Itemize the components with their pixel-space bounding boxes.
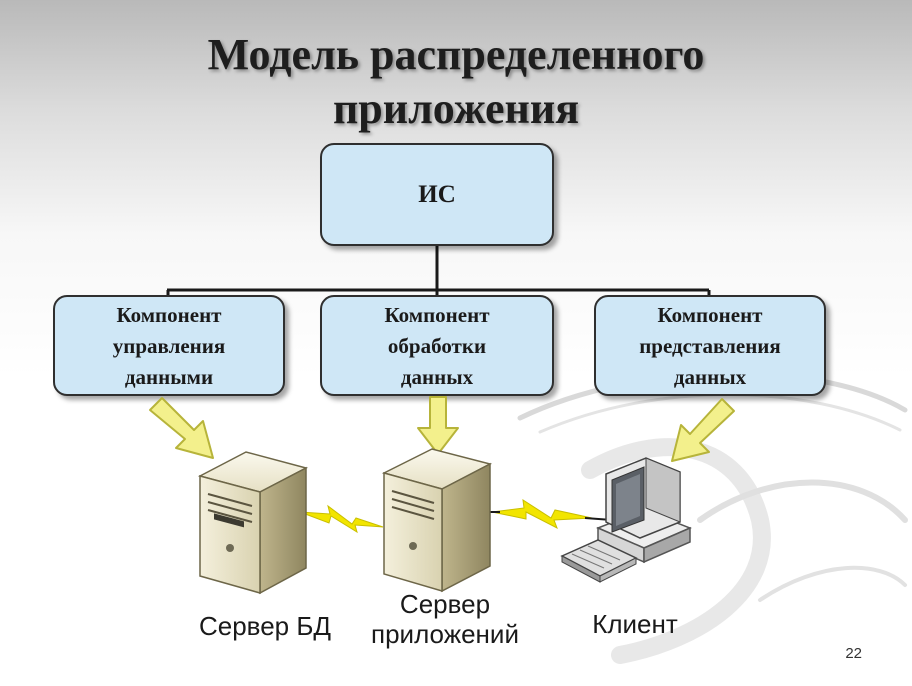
- component-label: обработки: [387, 334, 487, 358]
- app-server-label: Сервер приложений: [340, 589, 550, 649]
- app-server-icon: [381, 448, 493, 593]
- component-label: данными: [124, 365, 214, 389]
- slide-title: Модель распределенного приложения: [0, 28, 912, 136]
- client-computer-icon: [560, 457, 692, 583]
- client-label: Клиент: [570, 609, 700, 639]
- app-server-label-line: Сервер: [399, 589, 491, 619]
- component-label: Компонент: [657, 303, 763, 327]
- arrow-to-client: [671, 398, 735, 462]
- title-line: приложения: [332, 84, 580, 133]
- component-label: Компонент: [116, 303, 222, 327]
- page-number: 22: [845, 645, 862, 662]
- component-label: данных: [673, 365, 747, 389]
- component-data-management: Компонент управления данными: [53, 295, 285, 396]
- component-label: Компонент: [384, 303, 490, 327]
- component-label: управления: [112, 334, 226, 358]
- component-label: данных: [400, 365, 474, 389]
- root-box-is: ИС: [320, 143, 554, 246]
- db-server-label-text: Сервер БД: [198, 611, 332, 641]
- db-server-icon: [197, 451, 309, 595]
- app-server-label-line: приложений: [371, 619, 519, 649]
- arrow-to-db-server: [149, 397, 214, 459]
- component-data-processing: Компонент обработки данных: [320, 295, 554, 396]
- link-app-client: [491, 499, 593, 530]
- root-label: ИС: [418, 180, 456, 208]
- title-line: Модель распределенного: [207, 30, 705, 79]
- link-db-app: [299, 504, 384, 534]
- component-data-presentation: Компонент представления данных: [594, 295, 826, 396]
- component-label: представления: [639, 334, 781, 358]
- arrow-to-app-server: [417, 396, 459, 455]
- db-server-label: Сервер БД: [170, 611, 360, 641]
- client-label-text: Клиент: [592, 609, 678, 639]
